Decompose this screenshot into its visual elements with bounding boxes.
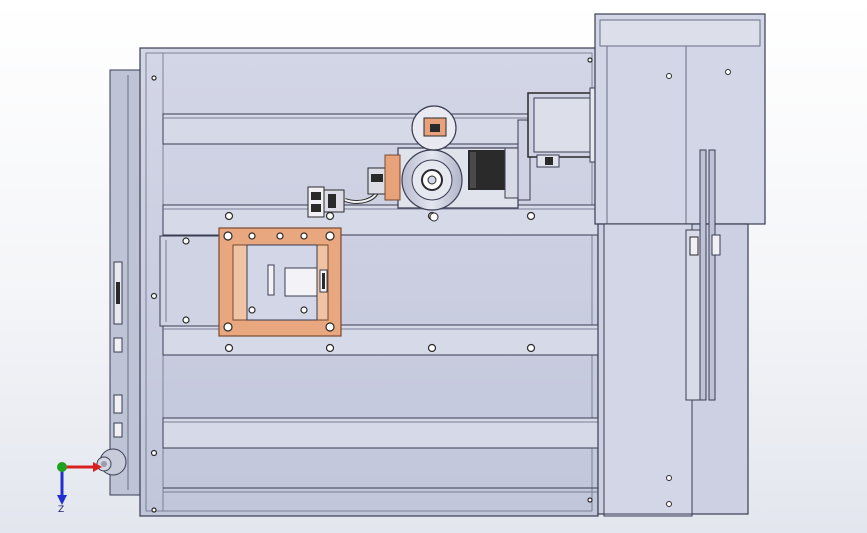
left-mount-slot: [159, 235, 221, 327]
spindle-motor-assembly: [384, 119, 531, 211]
copper-fixture: [218, 227, 342, 337]
top-sensor: [411, 105, 457, 222]
fixture-screws: [223, 231, 335, 332]
round-knob: [96, 448, 127, 476]
z-axis-label: Z: [58, 505, 65, 515]
cable-connector: [307, 167, 387, 218]
right-column: [594, 13, 766, 517]
axis-triad: [57, 462, 102, 505]
left-connector-panel: [109, 69, 141, 496]
